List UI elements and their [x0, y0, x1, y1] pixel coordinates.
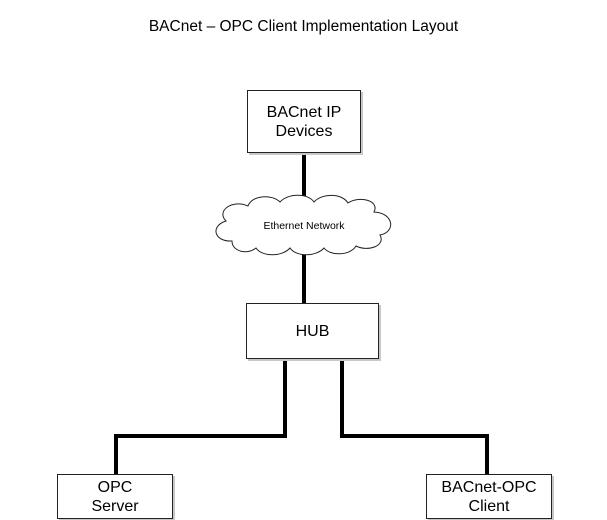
bacnet-ip-devices-label: BACnet IP Devices [266, 103, 342, 140]
link-hub-bacnet-opc-client [340, 359, 489, 476]
bacnet-ip-devices-box: BACnet IP Devices [247, 90, 361, 153]
hub-box: HUB [246, 303, 379, 359]
diagram-title: BACnet – OPC Client Implementation Layou… [148, 18, 459, 35]
opc-server-box: OPC Server [57, 474, 173, 519]
bacnet-opc-client-box: BACnet-OPC Client [426, 474, 552, 519]
link-hub-opc-server [114, 359, 287, 476]
bacnet-opc-client-label: BACnet-OPC Client [441, 478, 537, 515]
ethernet-network-label: Ethernet Network [263, 220, 345, 232]
hub-label: HUB [295, 322, 330, 340]
ethernet-network-cloud [215, 194, 391, 256]
opc-server-label: OPC Server [91, 478, 139, 515]
